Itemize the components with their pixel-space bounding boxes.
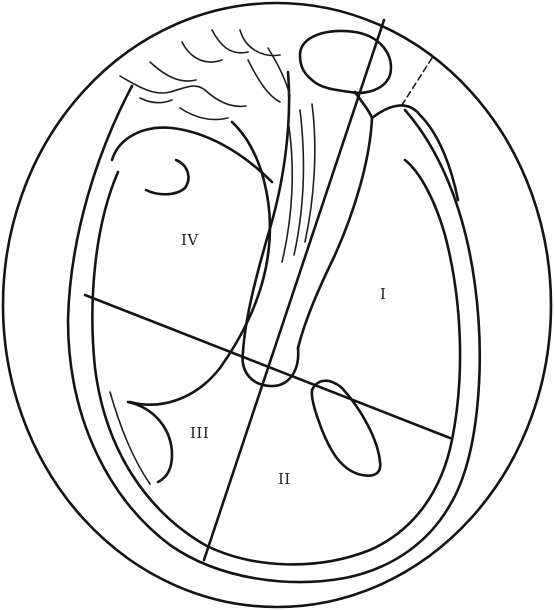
anterior-malleal-fold (112, 128, 272, 182)
annulus-inner-arc (92, 160, 460, 564)
cone-of-light (312, 381, 380, 476)
posterior-fold (355, 92, 458, 200)
stapes-arc (128, 402, 172, 482)
quadrant-label-iv: IV (181, 233, 199, 248)
malleus-handle-right-edge (298, 118, 372, 348)
quadrant-line-perpendicular (85, 295, 450, 438)
quadrant-label-i: I (380, 287, 386, 302)
quadrant-line-malleus-axis (204, 20, 384, 560)
malleus-handle-left-edge (243, 72, 289, 352)
short-process-arc (146, 160, 188, 194)
posterior-fold-dashed (400, 58, 432, 108)
vessel-branches (120, 30, 290, 120)
anterior-inner-curve (130, 122, 270, 405)
quadrant-label-ii: II (278, 472, 291, 487)
annulus-outer-arc (68, 86, 480, 582)
outer-canal-outline (3, 3, 551, 607)
quadrant-label-iii: III (190, 426, 209, 441)
